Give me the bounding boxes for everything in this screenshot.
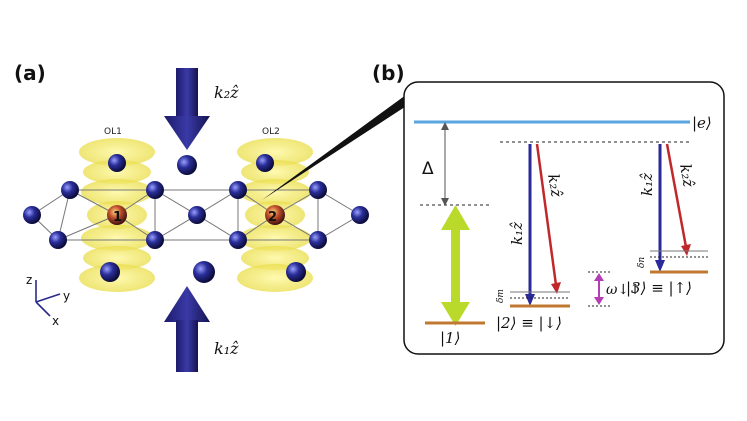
delta-m-label: δm: [496, 289, 506, 303]
axis-x-label: x: [52, 314, 59, 328]
left-k2-label: k₂ẑ: [544, 173, 566, 199]
bottom-beam-arrow: [164, 286, 210, 372]
right-k2-transition: [665, 143, 691, 256]
axis-z-label: z: [26, 273, 32, 287]
level-diagram-frame: [403, 81, 725, 355]
site-1-label: 1: [113, 210, 122, 225]
detuning-label: Δ: [422, 159, 434, 179]
axis-y-label: y: [63, 289, 70, 303]
right-k1-label: k₁ẑ: [638, 173, 656, 196]
level-1-green-arrow: [441, 205, 470, 326]
top-beam-arrow: [164, 68, 210, 150]
left-k1-label: k₁ẑ: [508, 222, 526, 245]
detuning-arrow: [441, 122, 449, 206]
top-beam-label: k₂ẑ: [214, 83, 239, 102]
right-k2-label: k₂ẑ: [676, 163, 698, 189]
panel-b-label: (b): [372, 61, 405, 85]
delta-n-label: δn: [637, 257, 647, 268]
state-3-label: |3⟩ ≡ |↑⟩: [626, 279, 692, 297]
omega-label: ω↓↑: [606, 282, 641, 298]
omega-arrow: [594, 273, 604, 305]
site-2-label: 2: [268, 210, 277, 225]
state-2-label: |2⟩ ≡ |↓⟩: [496, 314, 562, 332]
state-1-label: |1⟩: [440, 329, 460, 347]
zoom-connector: [262, 92, 414, 200]
axes-triad: [35, 280, 61, 317]
bottom-beam-label: k₁ẑ: [214, 339, 239, 358]
right-k1-transition: [655, 144, 665, 272]
panel-a-label: (a): [14, 61, 46, 85]
left-k1-transition: [525, 144, 535, 306]
left-k2-transition: [535, 143, 561, 294]
ol2-label: OL2: [262, 127, 280, 137]
excited-state-label: |e⟩: [692, 114, 712, 132]
lattice-atoms: [23, 154, 369, 283]
ol1-label: OL1: [104, 127, 122, 137]
